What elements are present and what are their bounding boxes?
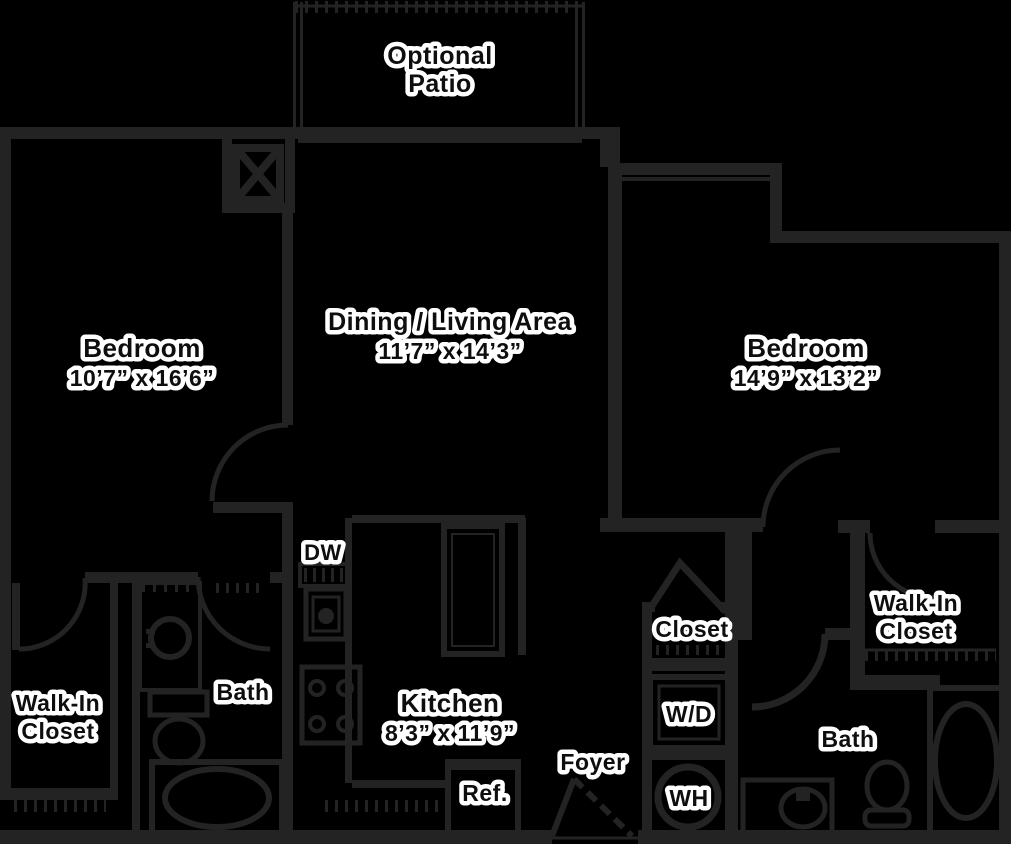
label-walkin-left-line2: Closet [21,718,94,744]
label-dishwasher: DW [304,540,342,565]
fixtures-layer [138,144,1006,841]
dishwasher-icon [298,562,350,588]
doors-layer [12,422,936,840]
label-walkin-right-line2: Closet [879,618,952,644]
label-bedroom-right-dims: 14’9” x 13’2” [734,365,879,391]
label-dining-name: Dining / Living Area [328,308,572,336]
door-arc-walkin-right [867,532,936,601]
entry-door [549,776,638,840]
label-closet: Closet [655,616,728,642]
label-patio-line2: Patio [408,70,472,98]
toilet-left-icon [147,689,210,766]
label-bedroom-left-name: Bedroom [83,333,201,363]
label-walkin-left-line1: Walk-In [16,690,100,716]
label-foyer: Foyer [560,749,625,775]
door-arc-bath-left [195,576,271,652]
stove-icon [299,664,363,746]
toilet-right-icon [862,759,912,829]
label-kitchen-name: Kitchen [401,688,500,718]
water-heater-icon [654,763,722,831]
label-walkin-right-line1: Walk-In [874,590,958,616]
washer-dryer-icon [647,674,731,751]
kitchen-sink-icon [303,586,349,642]
sink-round-icon [148,616,192,660]
door-arc-bedroom-left [209,422,289,502]
bathtub-left-icon [149,759,285,836]
label-bedroom-right-name: Bedroom [747,333,865,363]
door-arc-walkin-left [18,577,88,652]
label-patio-line1: Optional [387,42,492,70]
bathtub-right-icon [927,685,1006,837]
labels-layer: Optional Patio Bedroom 10’7” x 16’6” Din… [11,38,962,816]
label-water-heater: WH [669,785,708,811]
door-arc-bedroom-right [760,447,841,528]
sink-oval-icon [778,786,828,830]
label-bedroom-left-dims: 10’7” x 16’6” [70,365,215,391]
shelf-hatch-layer [14,583,996,812]
label-washer-dryer: W/D [666,701,712,727]
label-refrigerator: Ref. [462,780,507,806]
label-bath-right: Bath [821,726,874,752]
chase-x-icon [232,144,284,204]
pantry-cabinet-icon [441,523,505,657]
door-arc-bath-right [751,633,829,711]
label-kitchen-dims: 8’3” x 11’9” [385,720,515,746]
bath-right-vanity [740,777,835,841]
closet-bifold-door [647,557,729,615]
label-dining-dims: 11’7” x 14’3” [378,338,521,364]
bath-left-vanity [138,581,202,692]
refrigerator-icon [445,759,521,841]
label-bath-left: Bath [216,679,269,705]
